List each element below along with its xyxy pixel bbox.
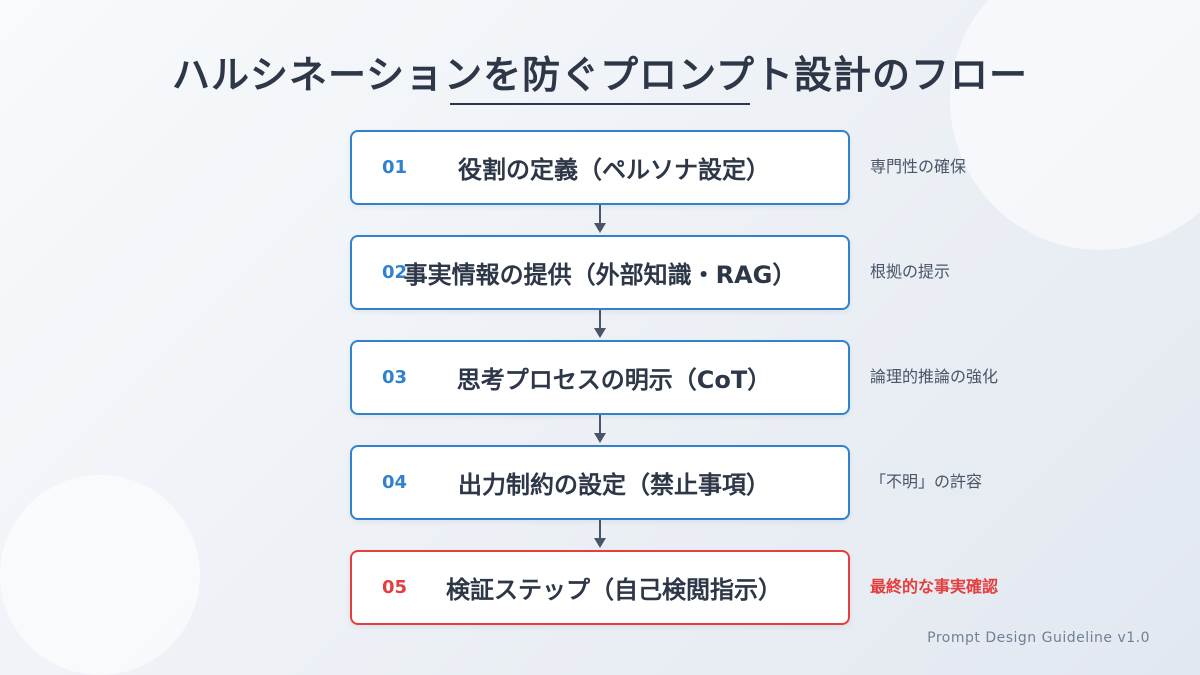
step-note-1: 専門性の確保	[870, 157, 967, 176]
title-underline	[450, 103, 750, 105]
step-number: 02	[382, 262, 408, 283]
flow-arrow-icon	[594, 415, 606, 443]
step-label: 役割の定義（ペルソナ設定）	[458, 156, 770, 184]
step-note-3: 論理的推論の強化	[870, 367, 999, 386]
flow-arrow-icon	[594, 520, 606, 548]
flow-step-1[interactable]: 01 役割の定義（ペルソナ設定）	[350, 130, 850, 205]
step-number: 05	[382, 577, 408, 598]
step-label: 出力制約の設定（禁止事項）	[458, 471, 770, 499]
flow-step-5[interactable]: 05 検証ステップ（自己検閲指示）	[350, 550, 850, 625]
flow-step-2[interactable]: 02 事実情報の提供（外部知識・RAG）	[350, 235, 850, 310]
step-label: 検証ステップ（自己検閲指示）	[446, 576, 782, 604]
page-title: ハルシネーションを防ぐプロンプト設計のフロー	[171, 53, 1029, 97]
step-label: 思考プロセスの明示（CoT）	[456, 366, 772, 394]
step-label: 事実情報の提供（外部知識・RAG）	[403, 261, 797, 289]
flow-arrow-icon	[594, 205, 606, 233]
step-number: 01	[382, 157, 408, 178]
flow-step-4[interactable]: 04 出力制約の設定（禁止事項）	[350, 445, 850, 520]
footer-version: Prompt Design Guideline v1.0	[927, 630, 1150, 646]
background-circle-bottom-left	[0, 475, 200, 675]
step-note-5: 最終的な事実確認	[870, 577, 999, 596]
step-note-4: 「不明」の許容	[870, 472, 983, 491]
background-circle-top-right	[950, 0, 1200, 250]
step-number: 04	[382, 472, 408, 493]
step-number: 03	[382, 367, 408, 388]
flow-step-3[interactable]: 03 思考プロセスの明示（CoT）	[350, 340, 850, 415]
flow-arrow-icon	[594, 310, 606, 338]
step-note-2: 根拠の提示	[870, 262, 951, 281]
